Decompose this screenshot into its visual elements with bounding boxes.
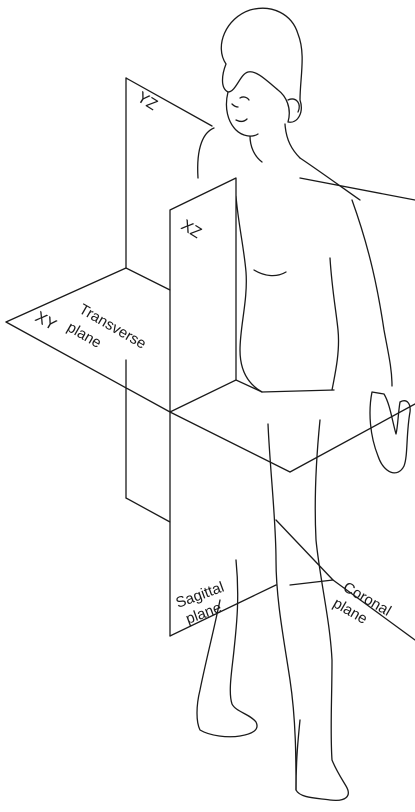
xz-sagittal-plane [170,178,276,636]
coronal-plane [276,178,415,640]
xy-label: XY [32,309,59,335]
human-figure [197,8,410,800]
yz-label: YZ [134,89,161,114]
